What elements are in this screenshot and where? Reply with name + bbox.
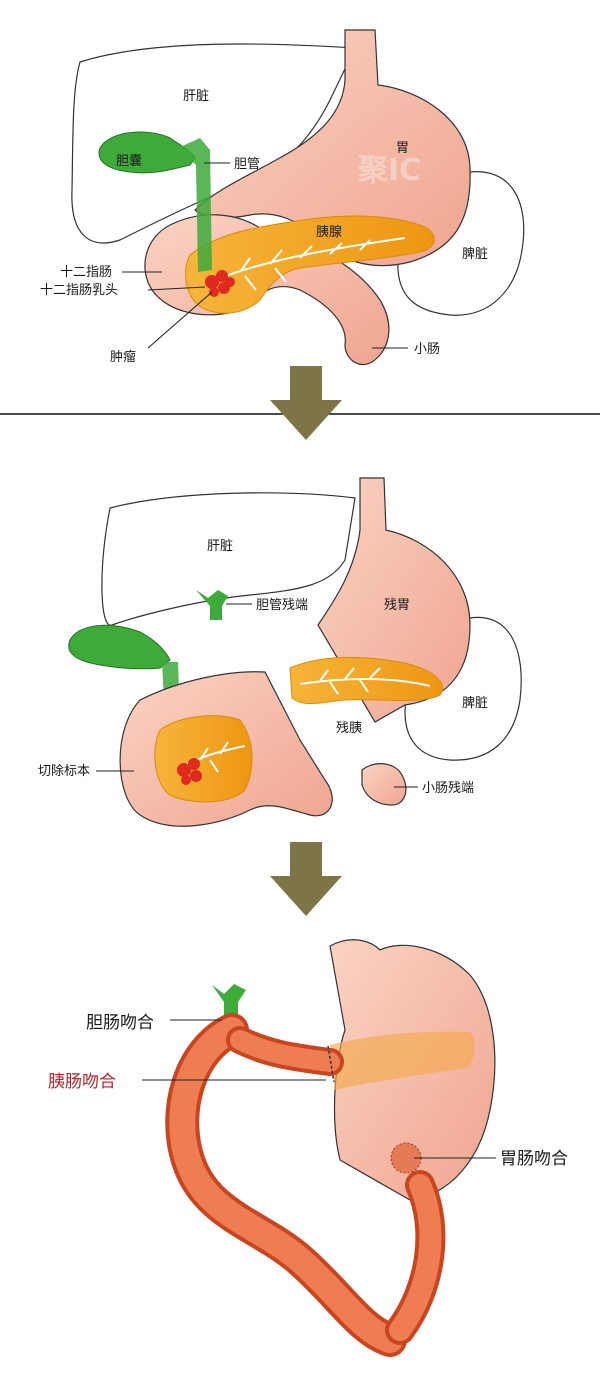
label-gallbladder: 胆囊 <box>116 153 142 169</box>
remnant-pancreas <box>289 656 443 705</box>
bile-duct-stump <box>196 590 228 620</box>
gallbladder-2 <box>68 624 171 670</box>
watermark: 聚IC <box>357 153 421 188</box>
label-bile-duct: 胆管 <box>234 157 260 172</box>
label-spleen-2: 脾脏 <box>462 696 488 711</box>
label-remnant-stomach: 残胃 <box>384 598 410 613</box>
label-pancreaticoenteric-anastomosis: 胰肠吻合 <box>48 1072 116 1092</box>
liver-outline-2 <box>101 492 356 626</box>
small-intestine-stump <box>361 763 407 806</box>
specimen-pancreas-head <box>154 715 253 803</box>
label-gastroenteric-anastomosis: 胃肠吻合 <box>500 1149 568 1169</box>
pancreas-behind-stomach <box>330 1031 475 1090</box>
label-stomach: 胃 <box>396 141 409 156</box>
label-duodenum: 十二指肠 <box>60 265 112 280</box>
label-remnant-pancreas: 残胰 <box>336 721 362 736</box>
label-liver: 肝脏 <box>183 89 209 104</box>
remnant-pancreatic-duct <box>299 667 431 695</box>
label-bile-duct-stump: 胆管残端 <box>256 598 308 613</box>
pancreatic-limb-fill <box>230 1030 340 1072</box>
leader-papilla <box>147 286 206 291</box>
pancreaticoenteric-suture <box>327 1045 335 1083</box>
label-bilioenteric-anastomosis: 胆肠吻合 <box>86 1013 154 1033</box>
label-spleen: 脾脏 <box>462 247 488 262</box>
label-resected-specimen: 切除标本 <box>38 764 90 779</box>
down-arrow-icon <box>270 842 342 916</box>
label-liver-2: 肝脏 <box>207 539 233 554</box>
leader-tumor <box>147 291 213 349</box>
bile-duct-anastomosis-stump <box>212 984 246 1016</box>
label-pancreas: 胰腺 <box>316 225 342 240</box>
pancreatic-duct <box>214 237 406 291</box>
panel-2-resection: 肝脏 胆管残端 残胃 残胰 脾脏 切除标本 小肠残端 <box>38 477 522 827</box>
pancreas <box>185 215 435 314</box>
label-small-intestine-stump: 小肠残端 <box>422 781 474 796</box>
tumor <box>205 270 235 297</box>
tumor-2 <box>177 758 202 785</box>
panel-3-reconstruction: 胆肠吻合 胰肠吻合 胃肠吻合 <box>48 939 568 1357</box>
efferent-limb-fill <box>389 1174 442 1341</box>
label-small-intestine: 小肠 <box>414 342 440 357</box>
common-bile-duct <box>178 138 212 272</box>
panel-1-anatomy: 聚IC 肝脏 胆囊 胆管 胃 胰腺 脾脏 十二指肠 十二指肠乳头 肿瘤 小肠 <box>40 29 525 366</box>
label-papilla: 十二指肠乳头 <box>40 283 118 298</box>
intestine-loop-fill <box>169 1017 403 1353</box>
down-arrow-icon <box>270 366 342 440</box>
label-tumor: 肿瘤 <box>110 349 136 365</box>
